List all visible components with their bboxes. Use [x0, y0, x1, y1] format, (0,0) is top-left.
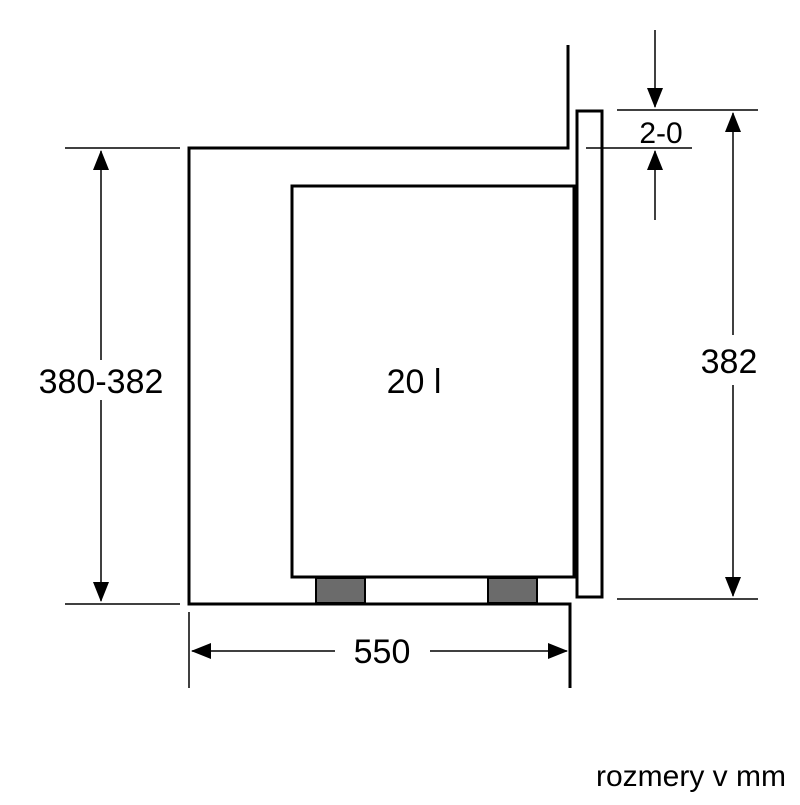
capacity-label: 20 l — [387, 363, 442, 401]
unit-height-label: 382 — [701, 343, 758, 381]
appliance-foot-right — [487, 577, 538, 604]
gap-label: 2-0 — [639, 117, 682, 150]
units-note: rozmery v mm — [596, 760, 786, 793]
appliance-front-panel — [575, 109, 604, 599]
appliance-body — [290, 184, 576, 579]
cabinet-outline — [187, 45, 572, 688]
niche-height-label: 380-382 — [39, 363, 164, 401]
depth-label: 550 — [354, 633, 411, 671]
appliance-foot-left — [315, 577, 366, 604]
